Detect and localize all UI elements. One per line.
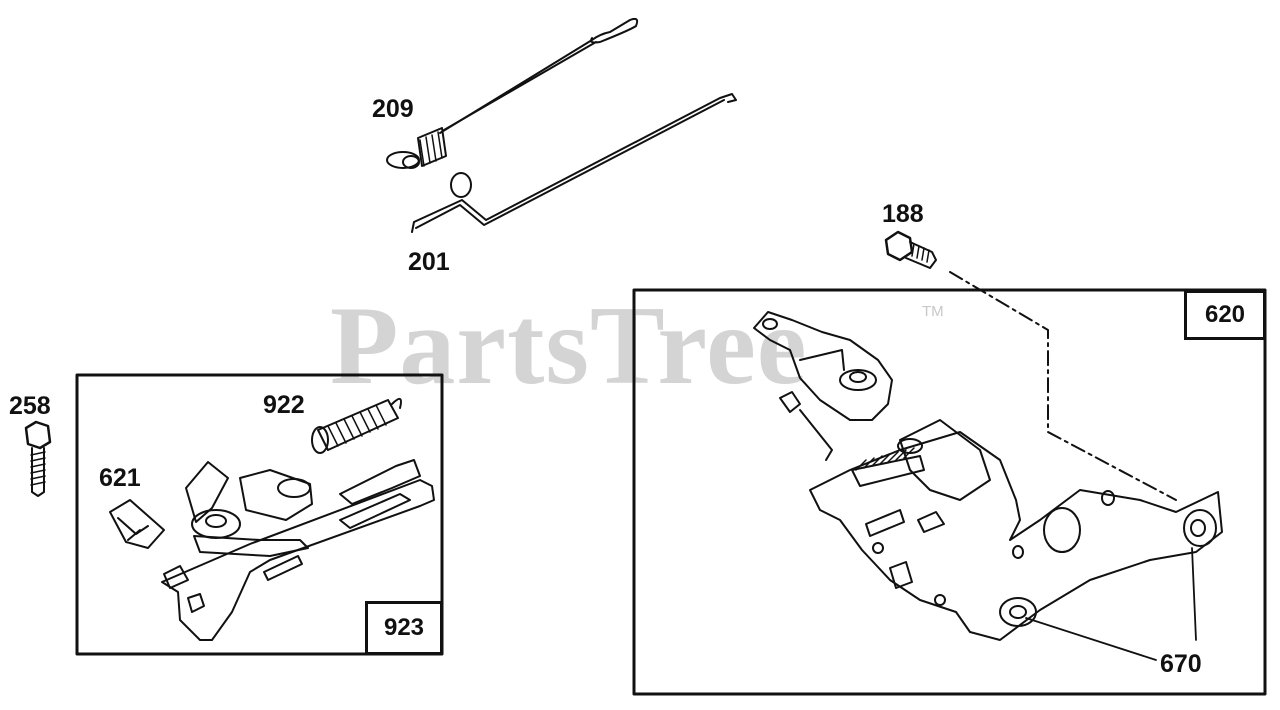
callout-188[interactable]: 188 [882, 200, 924, 228]
part-923-bracket-assembly[interactable] [161, 459, 435, 641]
callout-209[interactable]: 209 [372, 95, 414, 123]
callout-201[interactable]: 201 [408, 248, 450, 276]
leader-188 [949, 271, 1177, 501]
part-922-spring[interactable] [311, 397, 402, 454]
leader-670-a [1025, 617, 1157, 661]
callout-258[interactable]: 258 [9, 392, 51, 420]
box-620-label[interactable]: 620 [1184, 290, 1266, 340]
part-188-bolt[interactable] [884, 230, 937, 269]
part-620-control-assembly[interactable] [753, 311, 1223, 641]
box-923-frame [75, 373, 444, 656]
leader-670-b [1191, 547, 1197, 641]
box-923-label[interactable]: 923 [365, 601, 443, 655]
part-209-spring-link[interactable] [386, 17, 639, 169]
callout-922[interactable]: 922 [263, 391, 305, 419]
box-620-frame [632, 288, 1267, 696]
callout-621[interactable]: 621 [99, 464, 141, 492]
part-258-bolt[interactable] [24, 420, 52, 497]
part-621-clip[interactable] [109, 499, 165, 549]
callout-670[interactable]: 670 [1160, 650, 1202, 678]
part-201-governor-rod[interactable] [411, 93, 737, 233]
watermark-trademark: TM [922, 303, 944, 320]
watermark: PartsTree [330, 284, 808, 408]
